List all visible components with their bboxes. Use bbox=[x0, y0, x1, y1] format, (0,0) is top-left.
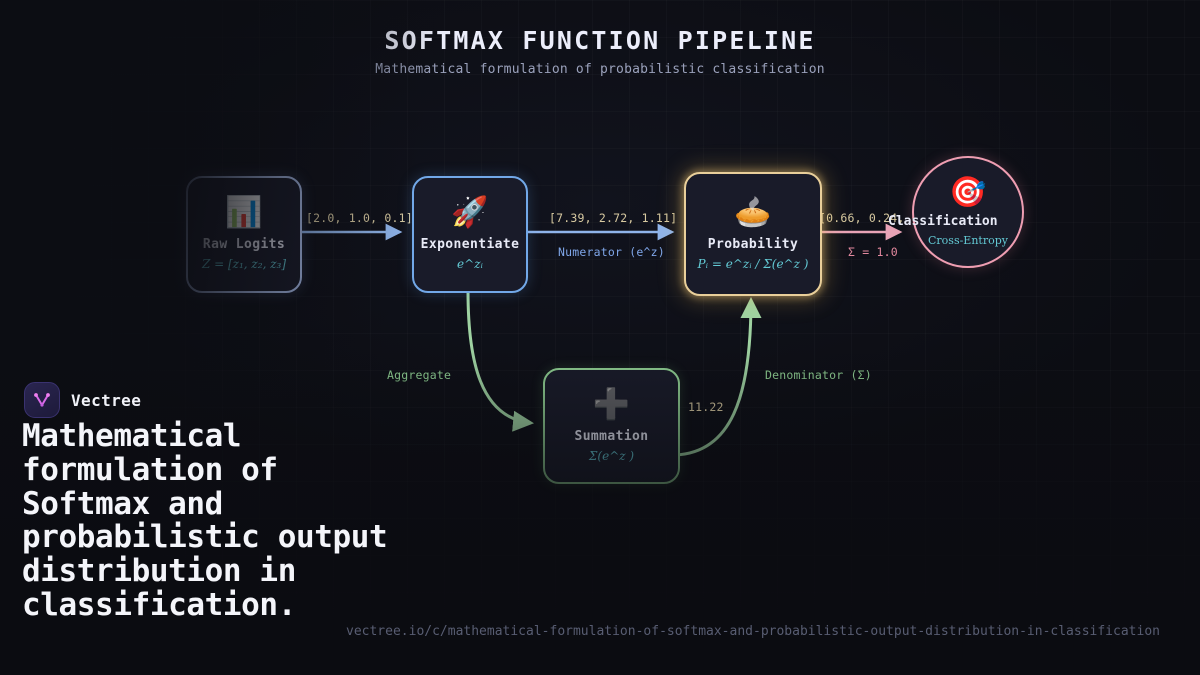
edge-summation-to-probability bbox=[675, 297, 762, 457]
node-summation[interactable]: ➕ Summation Σ(e^z ) bbox=[543, 368, 680, 484]
edge-caption-numerator: Numerator (e^z) bbox=[558, 245, 665, 259]
node-classification[interactable]: 🎯 Classification Cross-Entropy bbox=[888, 156, 1024, 268]
node-formula: e^zᵢ bbox=[457, 257, 483, 271]
node-formula: Z = [z₁, z₂, z₃] bbox=[201, 257, 287, 271]
vectree-v-logo-icon bbox=[24, 382, 60, 418]
node-raw-logits[interactable]: 📊 Raw Logits Z = [z₁, z₂, z₃] bbox=[186, 176, 302, 293]
headline: Mathematical formulation of Softmax and … bbox=[22, 418, 388, 623]
dart-target-icon: 🎯 bbox=[949, 174, 987, 210]
edge-caption-aggregate: Aggregate bbox=[387, 368, 452, 382]
node-formula: Pᵢ = e^zᵢ / Σ(e^z ) bbox=[697, 256, 809, 271]
pie-icon: 🥧 bbox=[734, 194, 772, 230]
node-label: Exponentiate bbox=[420, 237, 520, 252]
edge-caption-denominator: Denominator (Σ) bbox=[765, 368, 872, 382]
source-url: vectree.io/c/mathematical-formulation-of… bbox=[346, 624, 1160, 639]
node-label: Summation bbox=[574, 428, 649, 444]
brand-lockup: Vectree bbox=[24, 382, 141, 418]
node-formula: Σ(e^z ) bbox=[588, 448, 635, 463]
node-label: Probability bbox=[707, 236, 799, 252]
bar-chart-icon: 📊 bbox=[225, 195, 263, 230]
node-label: Raw Logits bbox=[202, 237, 286, 252]
node-label: Classification bbox=[888, 213, 998, 229]
brand-name: Vectree bbox=[71, 390, 142, 410]
edge-caption-sum-equals-one: Σ = 1.0 bbox=[848, 245, 898, 259]
edge-label-exponentiate-to-probability: [7.39, 2.72, 1.11] bbox=[549, 211, 678, 225]
node-formula: Cross-Entropy bbox=[928, 233, 1008, 247]
edge-label-logits-to-exponentiate: [2.0, 1.0, 0.1] bbox=[306, 211, 413, 225]
rocket-icon: 🚀 bbox=[451, 195, 489, 230]
edge-label-summation-total: 11.22 bbox=[688, 400, 724, 414]
edge-exponentiate-to-summation bbox=[466, 290, 534, 432]
plus-icon: ➕ bbox=[592, 386, 631, 422]
node-exponentiate[interactable]: 🚀 Exponentiate e^zᵢ bbox=[412, 176, 528, 293]
node-probability[interactable]: 🥧 Probability Pᵢ = e^zᵢ / Σ(e^z ) bbox=[684, 172, 822, 296]
